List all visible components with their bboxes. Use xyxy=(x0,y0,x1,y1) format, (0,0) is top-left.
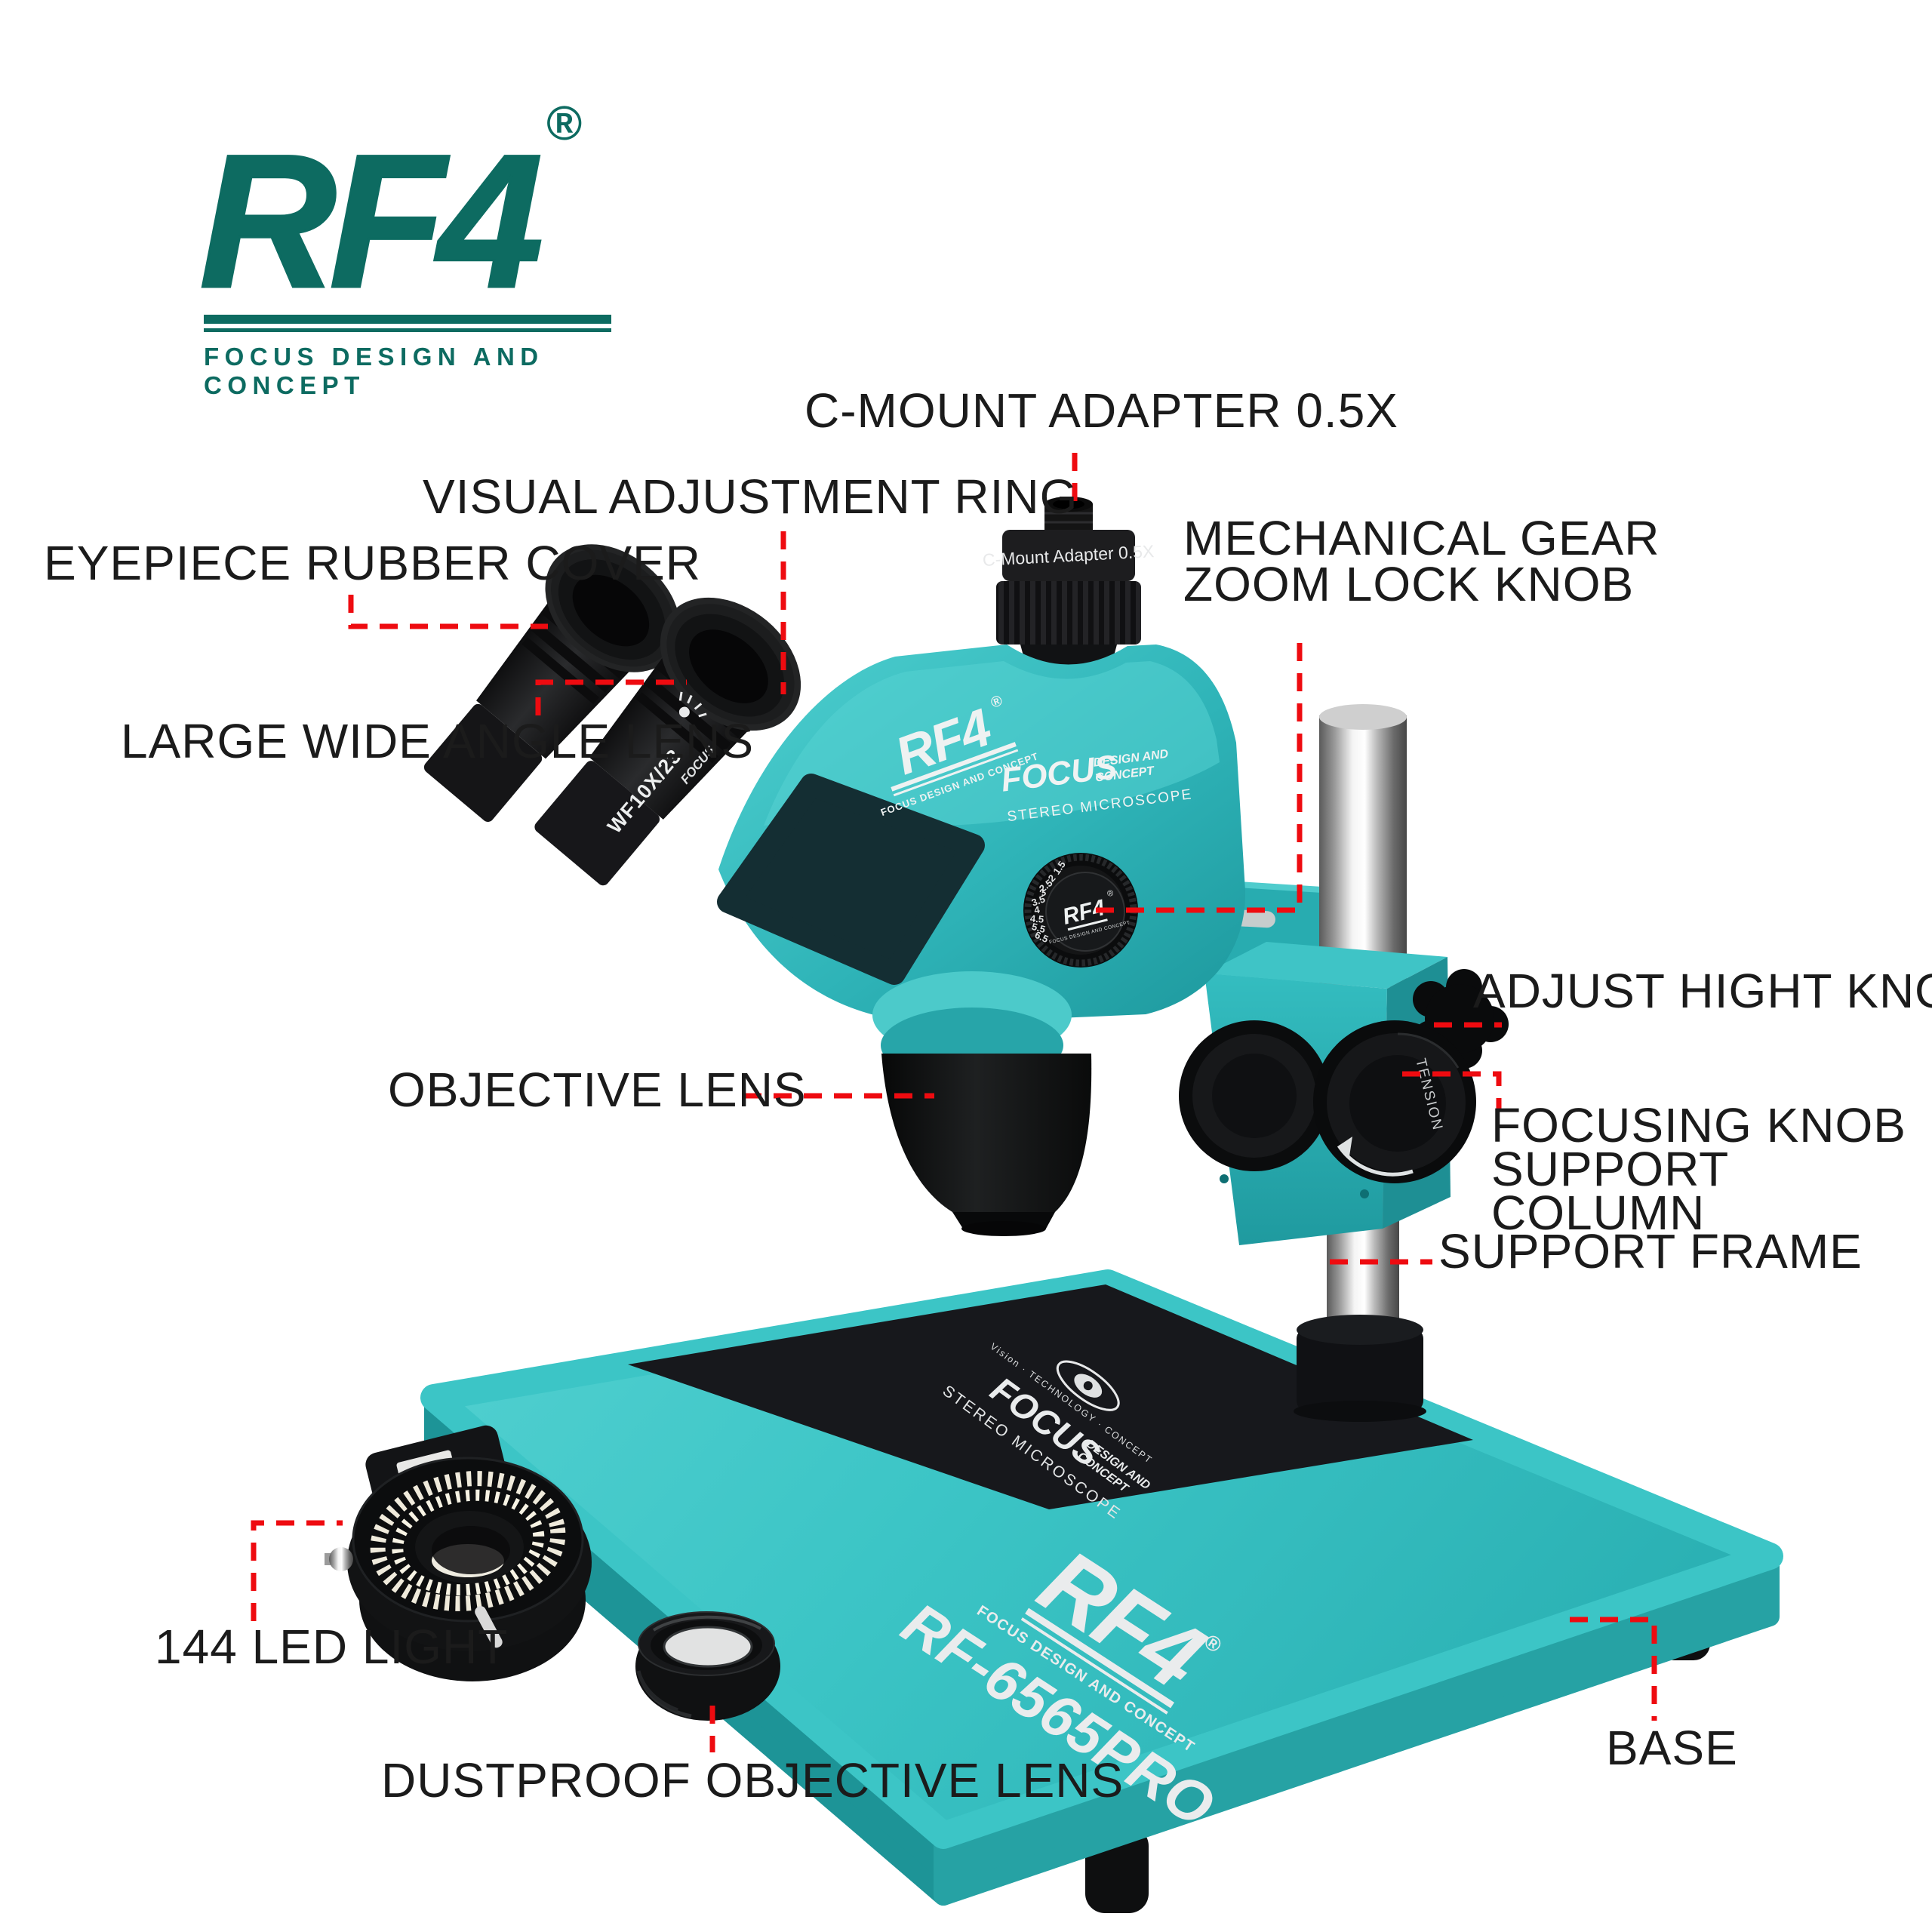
zoom-dial-9: 6.5 xyxy=(1033,929,1051,945)
leader-lines xyxy=(251,453,1657,1752)
pole-collar xyxy=(1297,1328,1423,1411)
label-c-mount-adapter: C-MOUNT ADAPTER 0.5X xyxy=(804,383,1398,438)
label-support-frame: SUPPORT FRAME xyxy=(1438,1224,1863,1278)
brand-logo: RF4® FOCUS DESIGN AND CONCEPT xyxy=(198,96,622,400)
zoom-knob-registered-text: ® xyxy=(1106,888,1115,899)
dustproof-objective-lens xyxy=(635,1611,780,1721)
led-thumbscrew xyxy=(329,1547,353,1571)
eyelash-icon xyxy=(678,691,707,718)
zoom-dial-8: 5.5 xyxy=(1030,921,1046,935)
label-visual-adjustment-ring: VISUAL ADJUSTMENT RING xyxy=(423,469,1078,524)
zoom-dial-5: 3.5 xyxy=(1030,893,1047,908)
leader-focusing-knob xyxy=(1402,1071,1502,1109)
led-pin xyxy=(475,1606,503,1648)
brand-logo-bar-thin xyxy=(204,328,611,332)
microscope-head: RF4 ® FOCUS DESIGN AND CONCEPT FOCUS DES… xyxy=(717,645,1246,1023)
tension-arrow-icon xyxy=(1337,1144,1414,1177)
c-mount-adapter: C-Mount Adapter 0.5X xyxy=(982,497,1155,684)
label-eyepiece-rubber-cover: EYEPIECE RUBBER COVER xyxy=(44,536,701,590)
label-base: BASE xyxy=(1606,1721,1738,1775)
leader-base xyxy=(1570,1617,1657,1721)
support-column xyxy=(1319,704,1407,987)
label-dustproof-objective-lens: DUSTPROOF OBJECTIVE LENS xyxy=(381,1753,1124,1807)
led-ring-light xyxy=(325,1425,592,1681)
leader-large-wide-angle-lens xyxy=(535,679,687,715)
label-focusing-line1: FOCUSING KNOB xyxy=(1491,1098,1906,1152)
tension-knob: TENSION xyxy=(1313,1020,1476,1183)
zoom-dial-6: 4 xyxy=(1033,903,1041,915)
label-large-wide-angle-lens: LARGE WIDE ANGLE LENS xyxy=(121,714,755,768)
brand-logo-bar xyxy=(204,315,611,324)
eyepiece-left xyxy=(423,544,681,822)
brand-logo-wordmark: RF4® xyxy=(198,96,622,318)
label-mech-gear-line2: ZOOM LOCK KNOB xyxy=(1183,557,1635,611)
brand-logo-registered: ® xyxy=(546,96,583,150)
focusing-knob-left xyxy=(1179,1020,1330,1171)
leader-eyepiece-rubber-cover xyxy=(348,595,548,629)
brand-logo-text: RF4 xyxy=(198,115,544,328)
brand-logo-tagline: FOCUS DESIGN AND CONCEPT xyxy=(204,343,544,399)
leader-144-led-light xyxy=(251,1520,343,1621)
base-top-surface xyxy=(420,1269,1783,1849)
zoom-lock-knob: 1.5 2 2.5 3 3.5 4 4.5 5.5 6.5 RF4 ® FOCU… xyxy=(1023,853,1138,968)
base-plate: Vision · TECHNOLOGY · CONCEPT FOCUS DESI… xyxy=(420,1269,1783,1913)
leader-zoom-lock-knob xyxy=(1094,643,1303,913)
eyepiece-plate xyxy=(717,774,985,985)
label-144-led-light: 144 LED LIGHT xyxy=(155,1620,509,1674)
eye-logo-icon xyxy=(1056,1360,1120,1411)
zoom-dial-7: 4.5 xyxy=(1029,912,1044,925)
label-adjust-hight-knob: ADJUST HIGHT KNOB xyxy=(1473,964,1932,1018)
eyepiece-right: FOCUS WF10X/23 xyxy=(534,597,801,886)
objective-lens xyxy=(872,971,1092,1236)
label-focusing-line2: SUPPORT COLUMN xyxy=(1491,1142,1729,1240)
label-mech-gear-line1: MECHANICAL GEAR xyxy=(1183,511,1660,565)
brand-triangle-plate xyxy=(628,1284,1473,1509)
label-objective-lens: OBJECTIVE LENS xyxy=(388,1063,807,1117)
